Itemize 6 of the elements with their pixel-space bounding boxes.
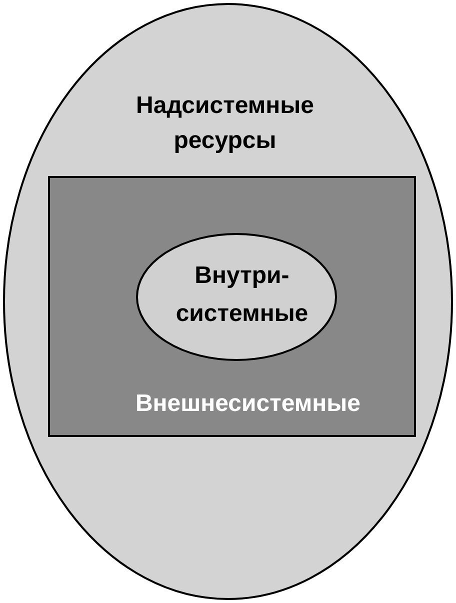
inner-ellipse (136, 233, 337, 361)
outer-ellipse (3, 3, 453, 600)
region-label: Надсистемные ресурсы (135, 91, 315, 156)
region-label: Внутри- системные (174, 261, 310, 329)
middle-panel (48, 176, 416, 437)
region-label: Внешнесистемные (134, 389, 362, 419)
